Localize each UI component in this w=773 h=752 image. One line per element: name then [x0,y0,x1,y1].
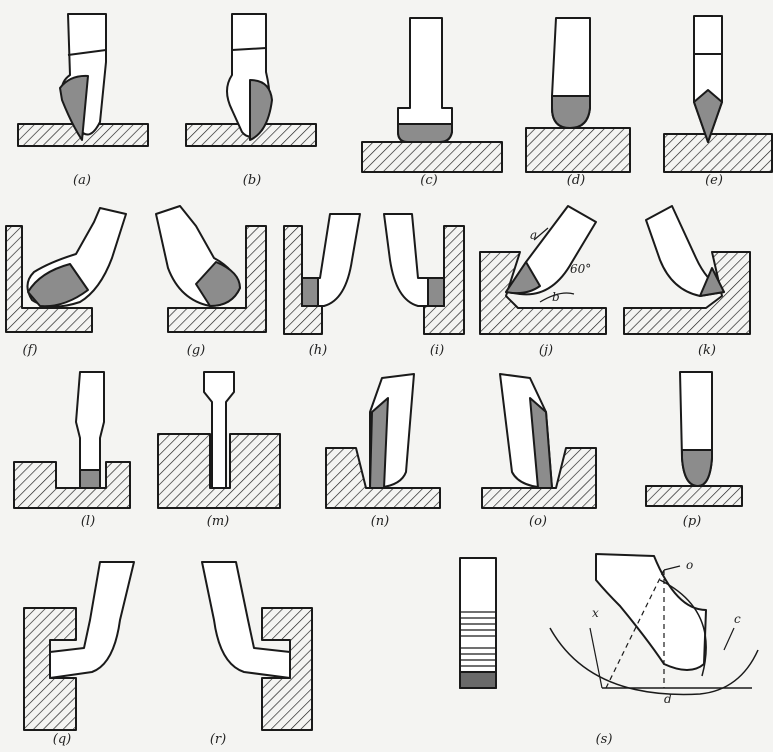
work-m [157,433,281,509]
label-j-angle: 60° [570,262,592,276]
caption-f: (f) [22,343,38,358]
edge-b [249,79,273,141]
caption-e: (e) [705,173,723,188]
tool-o [481,373,597,509]
caption-m: (m) [206,514,230,529]
caption-q: (q) [52,732,72,747]
tool-m [157,371,281,509]
work-n [325,447,441,509]
tool-j [479,205,607,335]
tool-c [361,17,503,173]
label-s-c: c [734,612,741,626]
caption-h: (h) [308,343,328,358]
tool-n [325,373,441,509]
tool-i [383,213,465,335]
label-s-o: o [686,558,694,572]
caption-j: (j) [538,343,554,358]
label-j-a: a [530,228,538,242]
edge-n [369,397,389,489]
caption-l: (l) [80,514,96,529]
edge-g [195,261,241,307]
tool-k [623,205,751,335]
caption-p: (p) [682,514,702,529]
tool-d [525,17,631,173]
edge-i [427,277,445,307]
caption-o: (o) [529,514,547,529]
arc-large-s [549,627,759,696]
caption-d: (d) [566,173,586,188]
work-e [663,133,773,173]
edge-h [301,277,319,307]
tool-f [5,207,127,333]
caption-c: (c) [420,173,438,188]
edge-l [79,469,101,489]
caption-s: (s) [595,732,613,747]
work-g [167,225,267,333]
edge-f [27,263,89,308]
tool-r [201,561,313,731]
stepped-bar-tip [459,671,497,689]
shank-q [49,561,135,679]
edge-e [693,89,723,143]
work-f [5,225,93,333]
tool-l [13,371,131,509]
work-c [361,141,503,173]
caption-g: (g) [186,343,206,358]
tool-e [663,15,773,173]
stepped-bar-tool [459,557,497,689]
curve-s [659,579,707,677]
angle-arc-j [539,292,575,303]
edge-p [681,449,713,487]
edge-c [397,123,453,143]
work-l [13,461,131,509]
tool-a [17,13,149,147]
caption-i: (i) [429,343,445,358]
edge-o [529,397,553,489]
shank-r [201,561,291,679]
edge-d [551,95,591,129]
caption-r: (r) [209,732,227,747]
edge-a [59,74,89,141]
work-o [481,447,597,509]
edge-j [505,261,541,295]
caption-k: (k) [697,343,717,358]
label-s-d: d [664,692,672,706]
tool-q [23,561,135,731]
work-r [261,607,313,731]
caption-a: (a) [73,173,91,188]
tool-s-geometry [549,553,759,696]
tool-g [155,205,267,333]
tool-h [283,213,361,335]
caption-b: (b) [242,173,262,188]
stepped-bar [459,557,497,689]
shank-m [203,371,235,489]
work-p [645,485,743,507]
tool-b [185,13,317,147]
work-d [525,127,631,173]
work-k [623,251,751,335]
label-s-x: x [592,606,599,620]
label-j-b: b [552,290,560,304]
edge-k [699,267,725,297]
caption-n: (n) [370,514,390,529]
tool-p [645,371,743,507]
